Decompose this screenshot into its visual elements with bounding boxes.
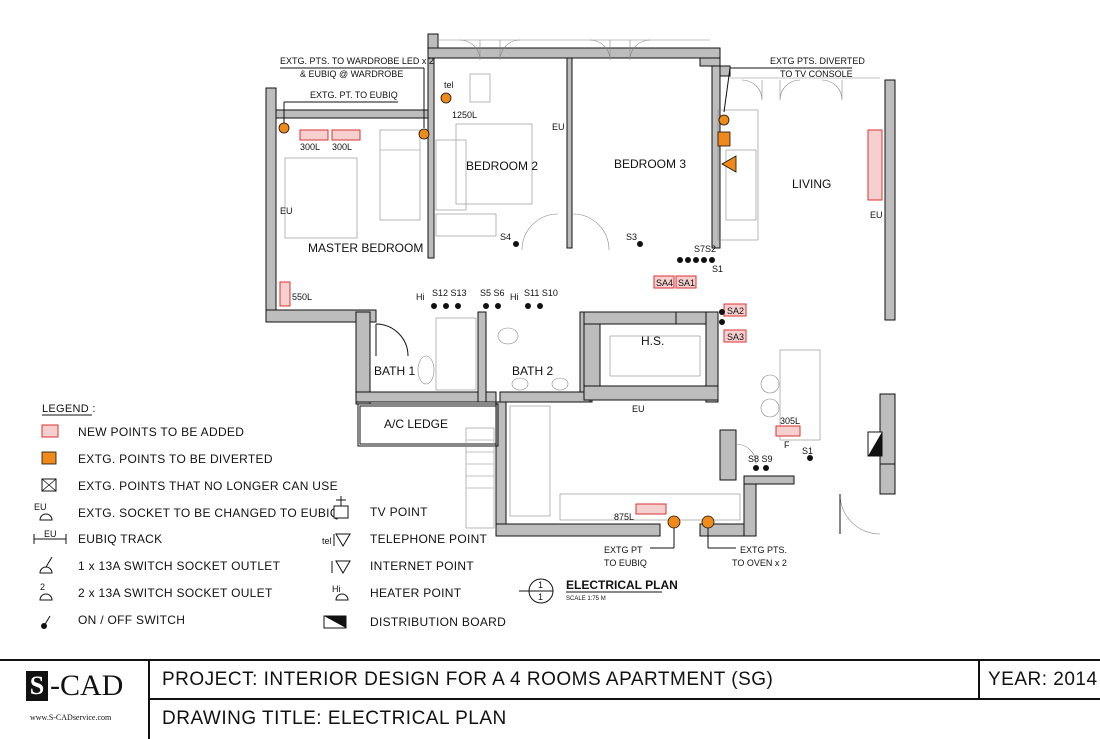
room-labels: MASTER BEDROOM BEDROOM 2 BEDROOM 3 LIVIN…: [308, 157, 831, 431]
plan-sheet: 1: [538, 592, 543, 602]
legend-eu-socket-icon: [39, 513, 53, 521]
tag-s4: S4: [500, 232, 511, 242]
plan-title: 1 1 ELECTRICAL PLAN SCALE 1:75 M: [519, 578, 678, 604]
room-bedroom-2: BEDROOM 2: [466, 159, 538, 173]
callouts: EXTG. PTS. TO WARDROBE LED x 2 & EUBIQ @…: [280, 56, 865, 568]
legend-eubiq-tag: EU: [44, 529, 57, 539]
legend-item-tv: TV POINT: [370, 505, 428, 519]
legend-tel-tag: tel: [322, 536, 332, 546]
switches: S4 S3 S7S2 S1 S12 S13 S5 S6 S11 S10 Hi H…: [280, 80, 883, 471]
new-points: 300L 300L 550L SA4 SA1 SA2 SA3 305L 875L: [279, 129, 883, 522]
legend-item-internet: INTERNET POINT: [370, 559, 474, 573]
legend: LEGEND : NEW POINTS TO BE ADDED EXTG. PO…: [33, 403, 506, 629]
legend-item-switch: ON / OFF SWITCH: [78, 613, 185, 627]
legend-hi-tag: Hi: [332, 584, 341, 594]
tag-hi-1: Hi: [416, 292, 425, 302]
legend-internet-icon: [335, 560, 351, 574]
brand-mark: S: [26, 671, 48, 701]
title-block: S -CAD www.S-CADservice.com PROJECT: INT…: [0, 659, 1100, 739]
legend-item-eubiq-track: EUBIQ TRACK: [78, 532, 162, 546]
drawing-title: DRAWING TITLE: ELECTRICAL PLAN: [162, 708, 507, 729]
room-bath-2: BATH 2: [512, 364, 553, 378]
brand-logo: S -CAD www.S-CADservice.com: [0, 661, 150, 739]
year: YEAR: 2014: [988, 669, 1098, 690]
room-ac-ledge: A/C LEDGE: [384, 417, 448, 431]
tag-550l: 550L: [292, 292, 312, 302]
furniture-lines: [284, 39, 881, 535]
tag-s1b: S1: [802, 446, 813, 456]
legend-item-1x-socket: 1 x 13A SWITCH SOCKET OUTLET: [78, 559, 281, 573]
tag-f: F: [784, 440, 790, 450]
tag-sa1: SA1: [678, 278, 695, 288]
legend-1x-socket-icon: [39, 566, 53, 574]
tag-s11s10: S11 S10: [524, 288, 558, 298]
legend-item-telephone: TELEPHONE POINT: [370, 532, 488, 546]
brand-url: www.S-CADservice.com: [30, 713, 112, 722]
legend-2x-socket-icon: [39, 593, 53, 601]
project-cell: PROJECT: INTERIOR DESIGN FOR A 4 ROOMS A…: [150, 661, 980, 700]
legend-item-distribution-board: DISTRIBUTION BOARD: [370, 615, 506, 629]
legend-item-unusable: EXTG. POINTS THAT NO LONGER CAN USE: [78, 479, 338, 493]
legend-telephone-icon: [335, 533, 351, 547]
plan-number: 1: [538, 580, 543, 590]
project-title: PROJECT: INTERIOR DESIGN FOR A 4 ROOMS A…: [162, 669, 774, 690]
callout-pt-eubiq: EXTG PT: [604, 545, 643, 555]
legend-heater-icon: [335, 593, 349, 601]
tag-s1: S1: [712, 264, 723, 274]
distribution-board: [867, 431, 883, 457]
callout-pt-eubiq-2: TO EUBIQ: [604, 558, 647, 568]
tag-1250l: 1250L: [452, 110, 477, 120]
brand-name: -CAD: [50, 669, 124, 702]
tag-sa2: SA2: [727, 306, 744, 316]
tag-305l: 305L: [780, 416, 800, 426]
legend-diverted-swatch: [41, 451, 57, 465]
drawing-cell: DRAWING TITLE: ELECTRICAL PLAN: [150, 700, 1100, 739]
room-living: LIVING: [792, 177, 831, 191]
plan-scale: SCALE 1:75 M: [566, 596, 606, 602]
legend-item-heater: HEATER POINT: [370, 586, 462, 600]
tag-s7s2: S7S2: [694, 244, 716, 254]
walls: [265, 33, 896, 537]
tag-eu-b3: EU: [552, 122, 565, 132]
tag-tel: tel: [444, 80, 454, 90]
tag-sa4: SA4: [656, 278, 673, 288]
callout-tv-console-2: TO TV CONSOLE: [780, 69, 853, 79]
tag-300l-b: 300L: [332, 142, 352, 152]
legend-item-eu-socket: EXTG. SOCKET TO BE CHANGED TO EUBIQ: [78, 506, 339, 520]
callout-wardrobe: EXTG. PTS. TO WARDROBE LED x 2: [280, 56, 434, 66]
callout-wardrobe-2: & EUBIQ @ WARDROBE: [300, 69, 403, 79]
tag-s3: S3: [626, 232, 637, 242]
tag-s8s9: S8 S9: [748, 454, 773, 464]
tag-s12s13: S12 S13: [432, 288, 467, 298]
legend-new-swatch: [41, 424, 59, 438]
room-hs: H.S.: [641, 334, 664, 348]
callout-tv-console: EXTG PTS. DIVERTED: [770, 56, 865, 66]
callout-eubiq: EXTG. PT. TO EUBIQ: [310, 90, 398, 100]
tag-s5s6: S5 S6: [480, 288, 505, 298]
legend-item-diverted: EXTG. POINTS TO BE DIVERTED: [78, 452, 273, 466]
callout-oven: EXTG PTS.: [740, 545, 787, 555]
tag-sa3: SA3: [727, 332, 744, 342]
tag-eu-master: EU: [280, 206, 293, 216]
room-master-bedroom: MASTER BEDROOM: [308, 241, 423, 255]
legend-eu-tag: EU: [34, 502, 47, 512]
callout-oven-2: TO OVEN x 2: [732, 558, 787, 568]
tag-eu-living: EU: [870, 210, 883, 220]
diverted-points: [278, 92, 737, 529]
legend-title: LEGEND :: [42, 403, 96, 415]
plan-title-text: ELECTRICAL PLAN: [566, 578, 678, 592]
legend-2x-tag: 2: [40, 582, 45, 592]
room-bedroom-3: BEDROOM 3: [614, 157, 686, 171]
tag-eu-kitchen: EU: [632, 404, 645, 414]
tag-hi-2: Hi: [510, 292, 519, 302]
legend-item-2x-socket: 2 x 13A SWITCH SOCKET OULET: [78, 586, 273, 600]
legend-item-new: NEW POINTS TO BE ADDED: [78, 425, 244, 439]
year-cell: YEAR: 2014: [980, 661, 1100, 700]
tag-875l: 875L: [614, 512, 634, 522]
room-bath-1: BATH 1: [374, 364, 415, 378]
tag-300l-a: 300L: [300, 142, 320, 152]
legend-tv-icon: [333, 505, 349, 519]
